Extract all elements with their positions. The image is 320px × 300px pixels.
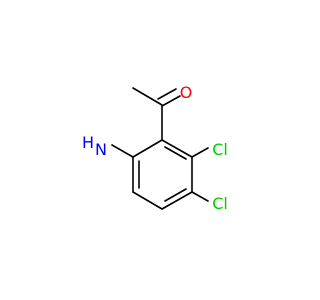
ring-inner-double-2 [164, 188, 187, 202]
chlorine-lower-bond [191, 191, 209, 202]
chlorine-upper-atom-label: Cl [212, 140, 228, 159]
ring-bond-c4-c5 [132, 191, 163, 210]
carbonyl-double-bond-1 [161, 95, 181, 107]
chlorine-lower-atom-label: Cl [212, 194, 228, 213]
oxygen-atom-label: O [180, 83, 193, 102]
chlorine-upper-bond [191, 147, 209, 158]
ring-bond-c3-c4 [161, 191, 193, 210]
ring-inner-double-1 [164, 146, 187, 160]
molecule-structure: O H N Cl Cl [82, 83, 228, 213]
ring-bond-c6-c1 [132, 139, 163, 158]
amine-bond [111, 144, 134, 158]
nitrogen-atom-label: N [95, 140, 107, 159]
amine-hydrogen-label: H [82, 133, 94, 152]
carbonyl-double-bond-2 [157, 88, 177, 100]
ring-bond-c1-c2 [161, 139, 193, 158]
methyl-bond [132, 87, 163, 106]
